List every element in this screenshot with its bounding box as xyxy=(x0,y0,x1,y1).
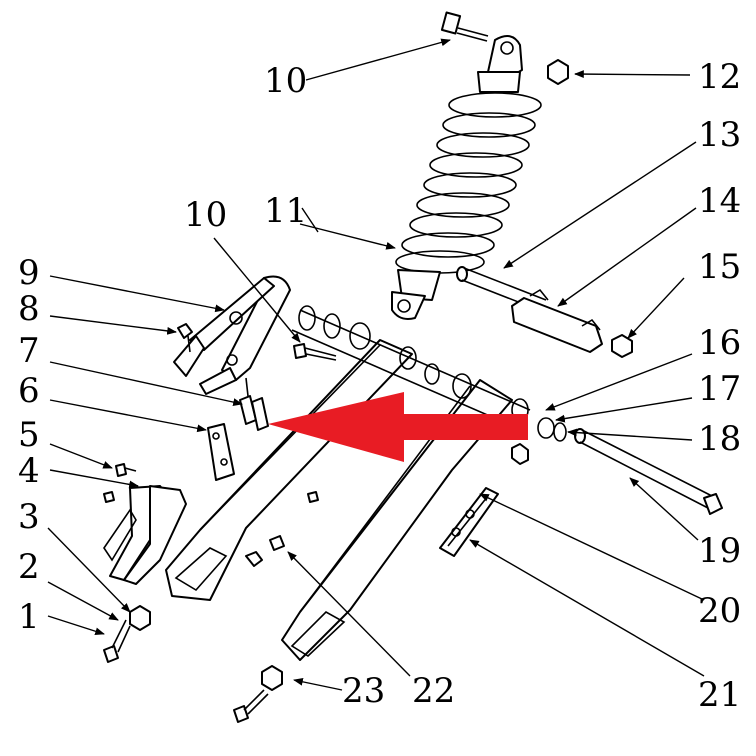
pivot-bushings xyxy=(298,305,567,465)
label-23: 23 xyxy=(342,671,385,711)
plate-6 xyxy=(207,423,235,481)
label-13: 13 xyxy=(698,115,741,155)
bracket-7 xyxy=(239,377,269,431)
shock-absorber xyxy=(391,35,542,320)
nut-12 xyxy=(547,59,569,85)
label-20: 20 xyxy=(698,591,741,631)
label-12: 12 xyxy=(698,57,741,97)
leader-lines xyxy=(47,38,705,691)
label-9: 9 xyxy=(18,253,40,293)
label-11: 11 xyxy=(264,191,307,231)
highlight-arrow xyxy=(268,392,528,462)
label-21: 21 xyxy=(698,675,741,715)
callout-labels: 1 2 3 4 5 6 7 8 9 10 10 11 12 13 14 15 1… xyxy=(18,57,741,715)
bolt-1 xyxy=(103,619,131,663)
label-17: 17 xyxy=(698,369,741,409)
label-6: 6 xyxy=(18,371,40,411)
chain-slider-21 xyxy=(439,487,499,557)
label-10-mid: 10 xyxy=(184,195,227,235)
label-10-top: 10 xyxy=(264,61,307,101)
pivot-bolt-small xyxy=(293,343,337,361)
label-8: 8 xyxy=(18,289,40,329)
label-18: 18 xyxy=(698,419,741,459)
label-4: 4 xyxy=(18,451,40,491)
label-3: 3 xyxy=(18,497,40,537)
nut-3 xyxy=(129,605,151,631)
small-fasteners xyxy=(245,491,319,567)
swingarm xyxy=(165,309,531,661)
label-5: 5 xyxy=(18,415,40,455)
nut-15 xyxy=(611,334,633,358)
bracket-14 xyxy=(511,288,603,353)
bolt-5 xyxy=(115,463,137,477)
bolt-top xyxy=(440,11,489,42)
bolt-23 xyxy=(233,665,283,723)
label-19: 19 xyxy=(698,531,741,571)
label-14: 14 xyxy=(698,181,741,221)
bolt-8 xyxy=(177,323,193,353)
label-7: 7 xyxy=(18,331,40,371)
chain-guide-9 xyxy=(173,275,291,395)
bracket-4 xyxy=(103,485,187,585)
label-22: 22 xyxy=(412,671,455,711)
label-2: 2 xyxy=(18,547,40,587)
label-16: 16 xyxy=(698,323,741,363)
label-1: 1 xyxy=(18,597,40,637)
label-15: 15 xyxy=(698,247,741,287)
